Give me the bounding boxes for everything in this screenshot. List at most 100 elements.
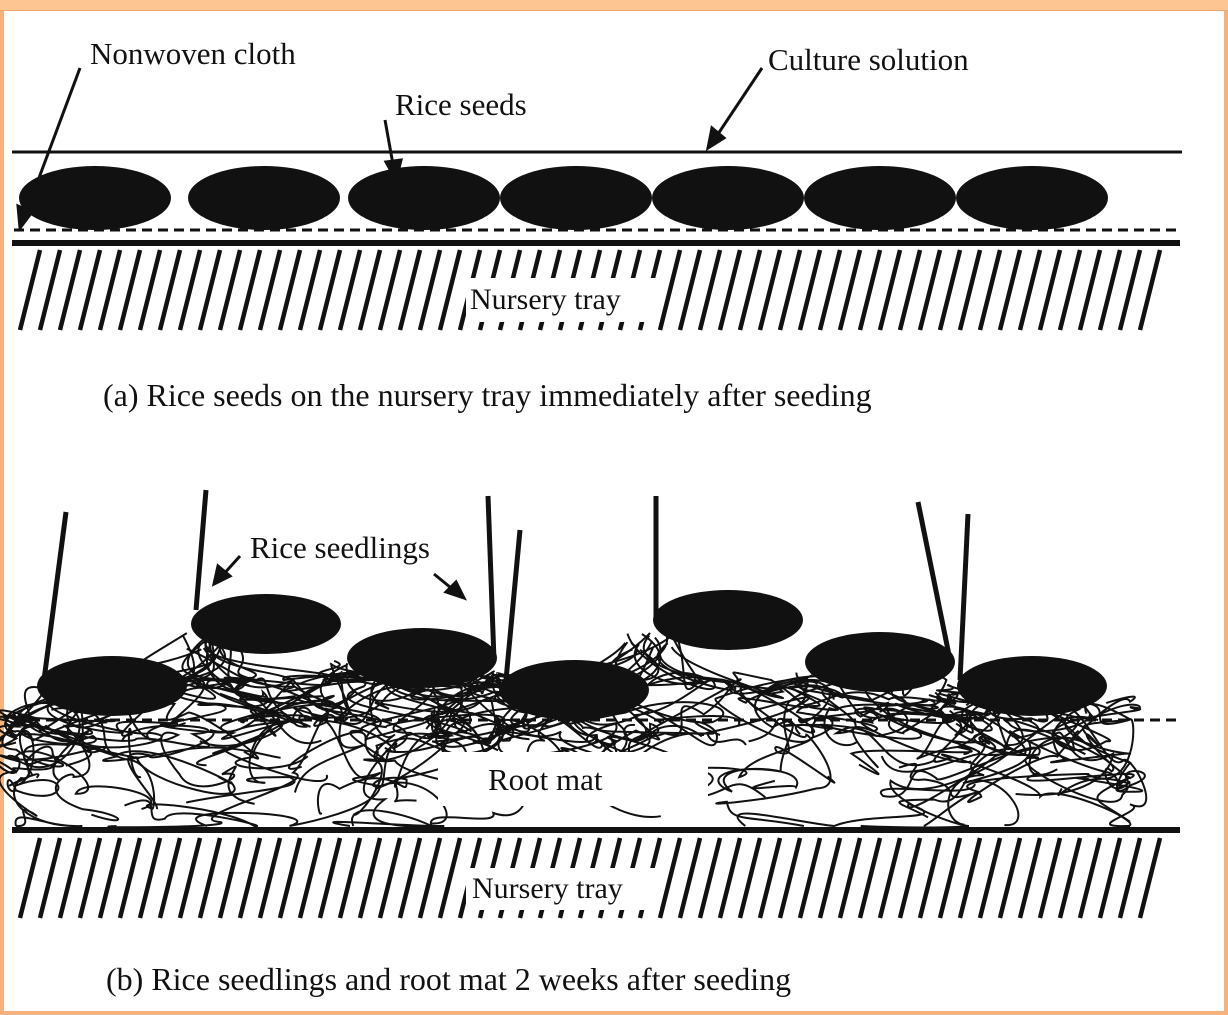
hatch-line [720,838,740,918]
hatch-line [200,838,220,918]
hatch-line [120,838,140,918]
hatch-line [860,838,880,918]
hatch-line [360,250,380,330]
hatch-line [280,250,300,330]
hatch-line [960,250,980,330]
hatch-line [60,838,80,918]
caption-a: (a) Rice seeds on the nursery tray immed… [103,377,872,413]
nursery-tray-label-a: Nursery tray [470,283,621,316]
hatch-line [180,250,200,330]
hatch-line [20,838,40,918]
hatch-line [20,250,40,330]
hatch-line [820,250,840,330]
hatch-line [1080,838,1100,918]
hatch-line [1140,838,1160,918]
rice-seed [499,660,649,720]
hatch-line [760,250,780,330]
rice-seed [653,590,803,650]
hatch-line [420,250,440,330]
seedling-stem [506,530,520,680]
hatch-line [680,250,700,330]
hatch-line [180,838,200,918]
root-strand [651,647,783,736]
rice-seed [652,166,804,230]
rice-seed [805,632,955,692]
hatch-line [300,250,320,330]
hatch-line [780,838,800,918]
hatch-line [260,250,280,330]
hatch-line [900,838,920,918]
rice-seed [804,166,956,230]
root-mat-label: Root mat [488,762,603,797]
hatch-line [1000,838,1020,918]
hatch-line [380,250,400,330]
hatch-line [940,250,960,330]
hatch-line [380,838,400,918]
hatch-line [100,838,120,918]
culture-solution-label: Culture solution [768,42,969,77]
hatch-line [720,250,740,330]
hatch-line [900,250,920,330]
hatch-line [1100,838,1120,918]
hatch-line [860,250,880,330]
hatch-line [780,250,800,330]
hatch-line [80,250,100,330]
hatch-line [800,250,820,330]
hatch-line [1020,838,1040,918]
hatch-line [760,838,780,918]
hatch-line [220,250,240,330]
rice-seed [500,166,652,230]
rice-seed [188,166,340,230]
hatch-line [300,838,320,918]
hatch-line [700,838,720,918]
hatch-line [60,250,80,330]
hatch-line [440,838,460,918]
hatch-line [980,250,1000,330]
hatch-line [400,838,420,918]
hatch-line [1100,250,1120,330]
rice-seed [19,166,171,230]
hatch-line [740,250,760,330]
hatch-line [120,250,140,330]
hatch-line [1040,838,1060,918]
hatch-line [240,250,260,330]
seedling-stem [196,490,206,610]
hatch-line [880,250,900,330]
hatch-line [40,838,60,918]
hatch-line [660,250,680,330]
hatch-line [80,838,100,918]
hatch-line [840,838,860,918]
hatch-line [980,838,1000,918]
hatch-line [1040,250,1060,330]
hatch-line [840,250,860,330]
panel-a: Nonwoven cloth Rice seeds Culture soluti… [12,36,1182,413]
hatch-line [700,250,720,330]
hatch-line [200,250,220,330]
hatch-line [340,838,360,918]
hatch-line [160,250,180,330]
seedling-stem [488,496,494,660]
hatch-line [140,250,160,330]
hatch-line [680,838,700,918]
hatch-line [880,838,900,918]
hatch-line [240,838,260,918]
seedling-stem [960,514,968,680]
seedling-stem [44,512,66,680]
caption-b: (b) Rice seedlings and root mat 2 weeks … [106,961,791,997]
rice-seed [347,628,497,688]
seedling-stem [918,502,950,660]
hatch-line [920,838,940,918]
hatch-line [140,838,160,918]
hatch-line [260,838,280,918]
hatch-line [1140,250,1160,330]
hatch-line [40,250,60,330]
hatch-line [920,250,940,330]
hatch-line [160,838,180,918]
hatch-line [400,250,420,330]
hatch-line [800,838,820,918]
hatch-line [740,838,760,918]
hatch-line [440,250,460,330]
hatch-line [280,838,300,918]
hatch-line [1060,250,1080,330]
